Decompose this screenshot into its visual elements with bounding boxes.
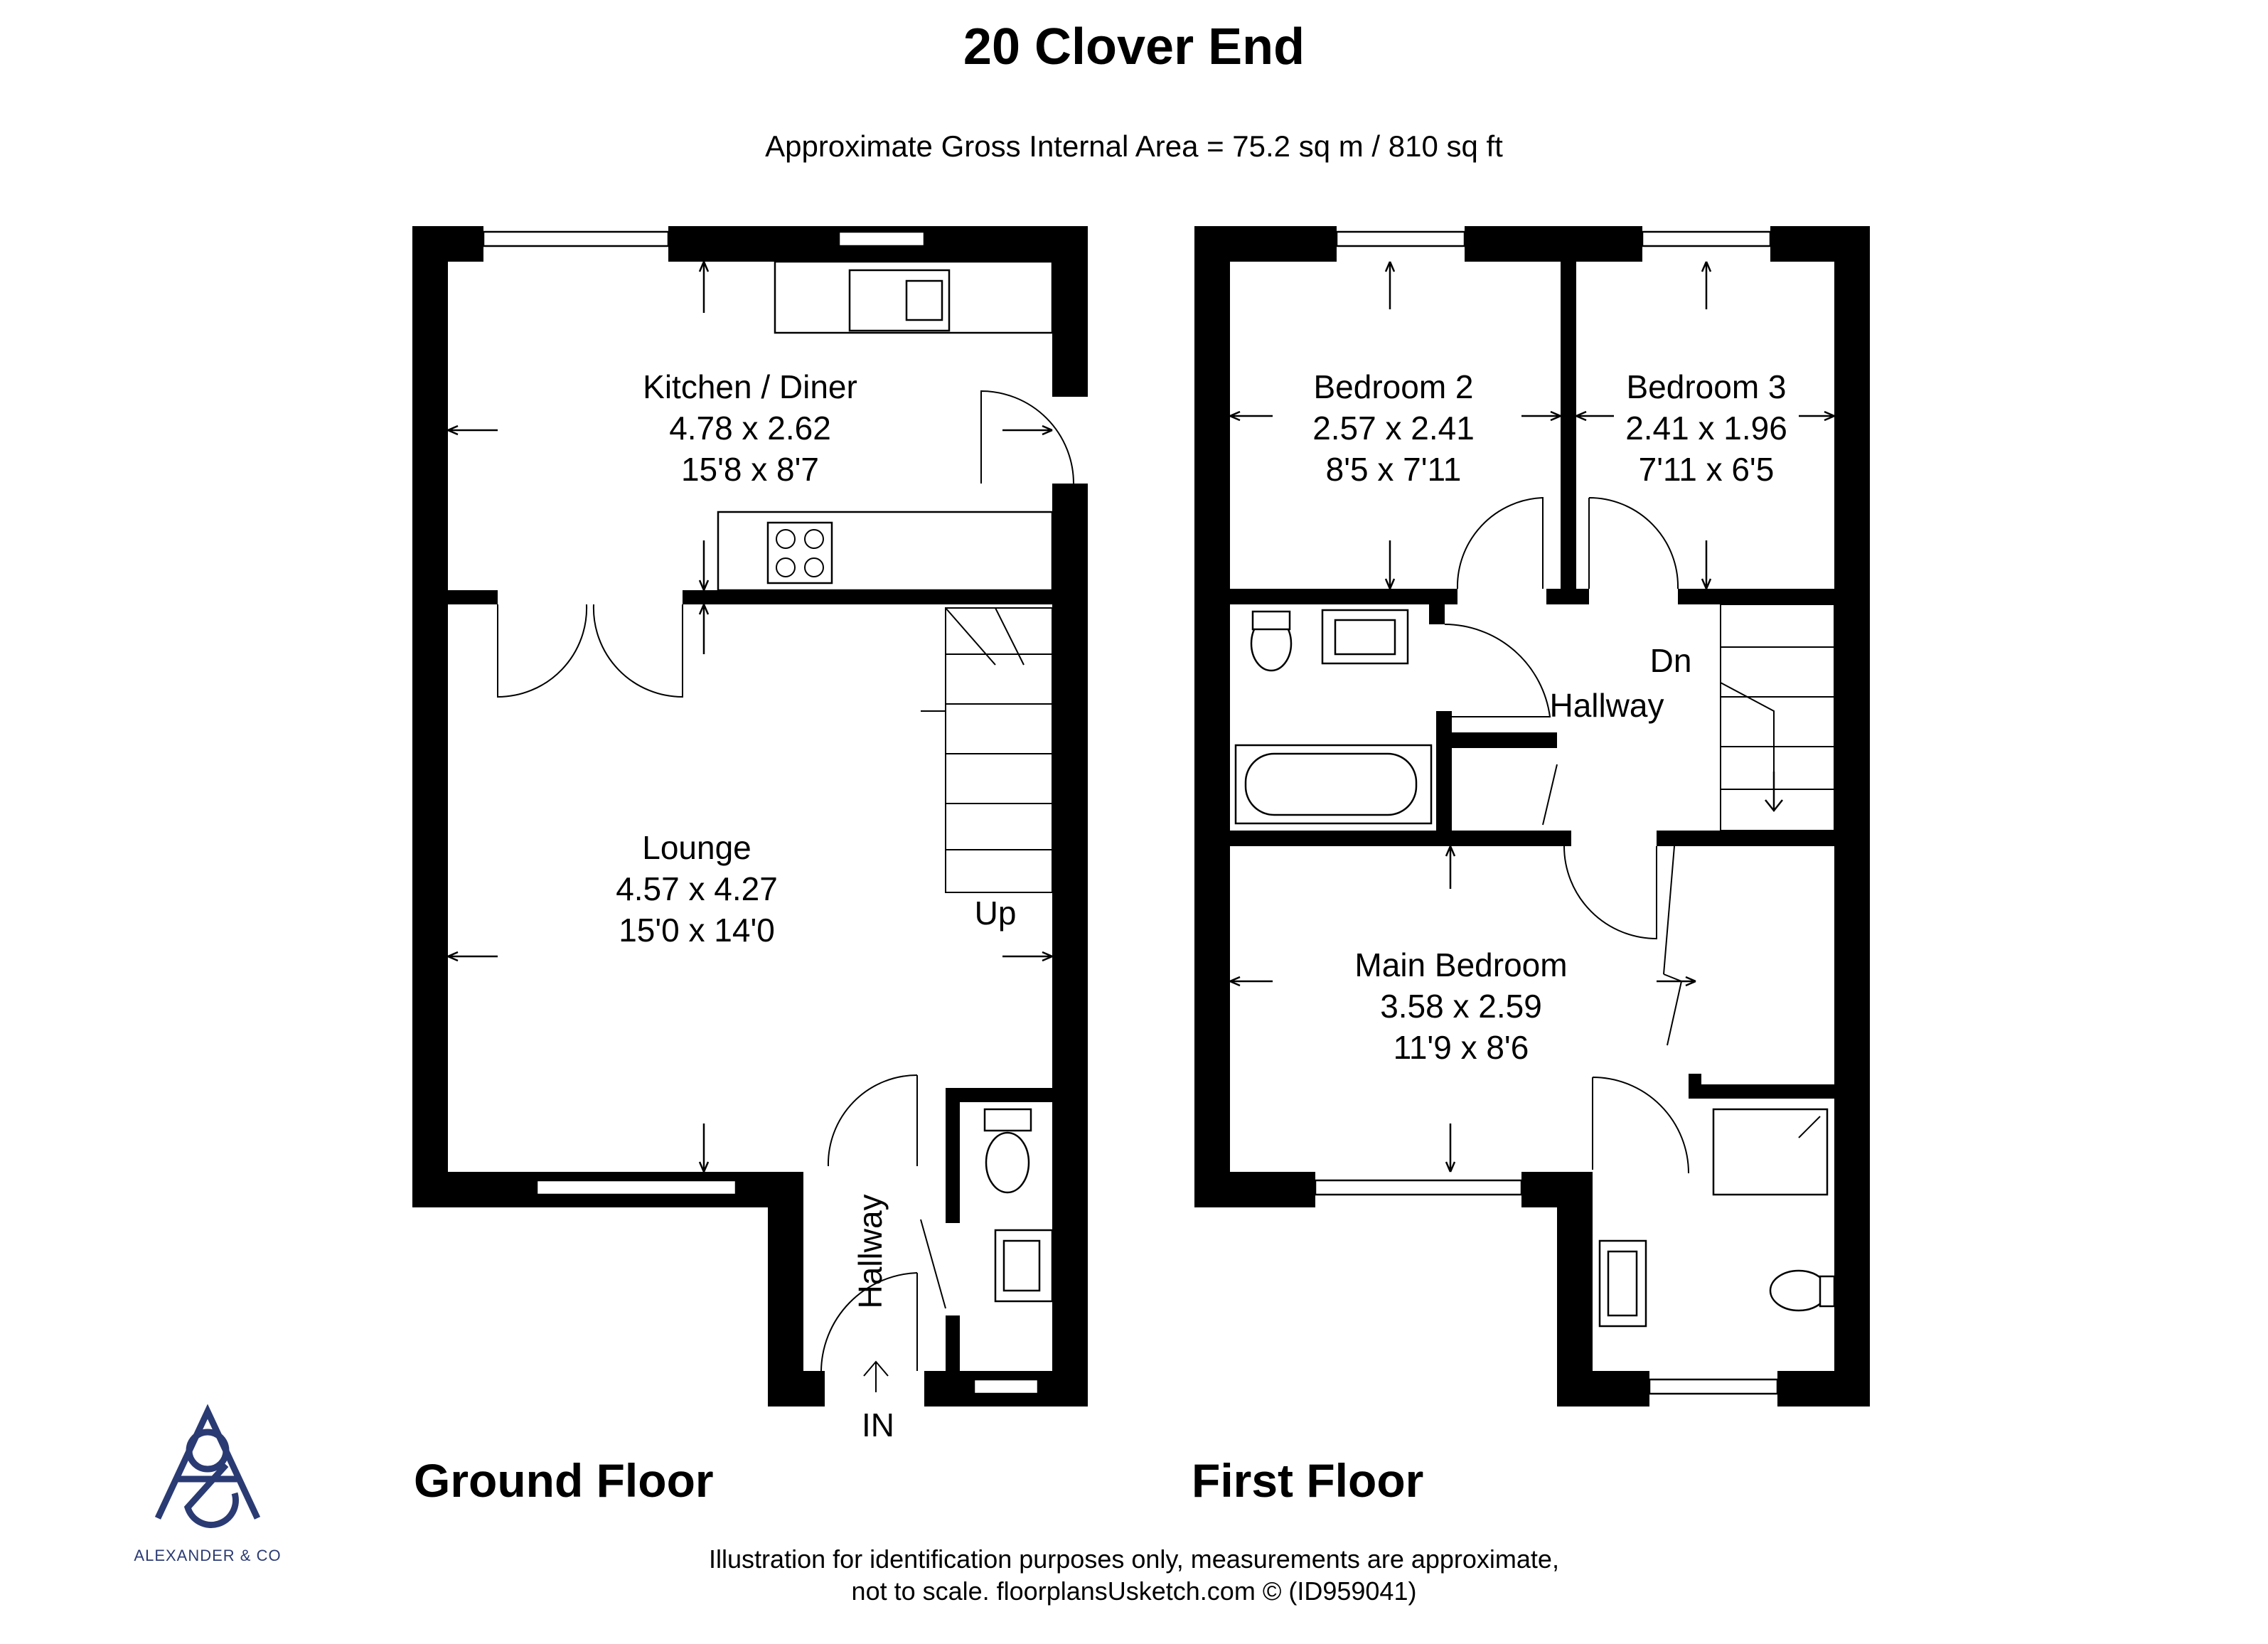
room-imperial: 11'9 x 8'6 <box>1394 1029 1529 1066</box>
room-metric: 2.41 x 1.96 <box>1625 410 1787 447</box>
stairs-up-label: Up <box>975 895 1017 932</box>
entrance-arrow-icon <box>863 1360 889 1392</box>
basin-icon <box>994 1229 1054 1303</box>
room-name: Main Bedroom <box>1354 946 1567 983</box>
room-imperial: 15'0 x 14'0 <box>619 912 775 949</box>
first-floor-stairs <box>1720 604 1835 831</box>
page-title: 20 Clover End <box>963 18 1305 75</box>
bath-icon <box>1234 744 1433 825</box>
logo-text: ALEXANDER & CO <box>134 1547 281 1564</box>
hallway-label: Hallway <box>852 1194 889 1308</box>
basin-icon <box>1598 1239 1647 1328</box>
hob-icon <box>766 521 833 585</box>
room-imperial: 15'8 x 8'7 <box>681 451 819 488</box>
room-imperial: 7'11 x 6'5 <box>1639 451 1775 488</box>
shower-icon <box>1712 1108 1829 1196</box>
stairs-down-label: Dn <box>1650 642 1692 679</box>
room-imperial: 8'5 x 7'11 <box>1326 451 1462 488</box>
toilet-icon <box>983 1108 1032 1194</box>
room-name: Lounge <box>642 829 751 866</box>
room-metric: 4.78 x 2.62 <box>669 410 831 447</box>
ground-stairs <box>921 607 1053 893</box>
room-name: Bedroom 2 <box>1313 368 1473 405</box>
room-metric: 2.57 x 2.41 <box>1312 410 1475 447</box>
toilet-icon <box>1769 1269 1836 1312</box>
room-name: Kitchen / Diner <box>643 368 857 405</box>
disclaimer-line-1: Illustration for identification purposes… <box>709 1544 1559 1574</box>
gf-dimension-arrows <box>447 261 1053 1173</box>
toilet-icon <box>1250 610 1293 672</box>
room-metric: 3.58 x 2.59 <box>1380 988 1542 1025</box>
ground-floor-label: Ground Floor <box>414 1454 714 1507</box>
ff-dimension-arrows <box>1229 261 1835 1173</box>
disclaimer-line-2: not to scale. floorplansUsketch.com © (I… <box>852 1576 1417 1606</box>
ground-floor-plan <box>412 226 1088 1407</box>
first-floor-plan <box>1194 226 1870 1407</box>
basin-icon <box>1321 609 1409 665</box>
alexander-co-logo <box>154 1404 261 1528</box>
room-name: Bedroom 3 <box>1626 368 1786 405</box>
room-metric: 4.57 x 4.27 <box>616 870 778 907</box>
patio-door <box>482 230 670 247</box>
hallway-label: Hallway <box>1549 687 1664 724</box>
area-subtitle: Approximate Gross Internal Area = 75.2 s… <box>765 129 1503 163</box>
first-floor-label: First Floor <box>1192 1454 1423 1507</box>
entrance-label: IN <box>862 1407 894 1443</box>
